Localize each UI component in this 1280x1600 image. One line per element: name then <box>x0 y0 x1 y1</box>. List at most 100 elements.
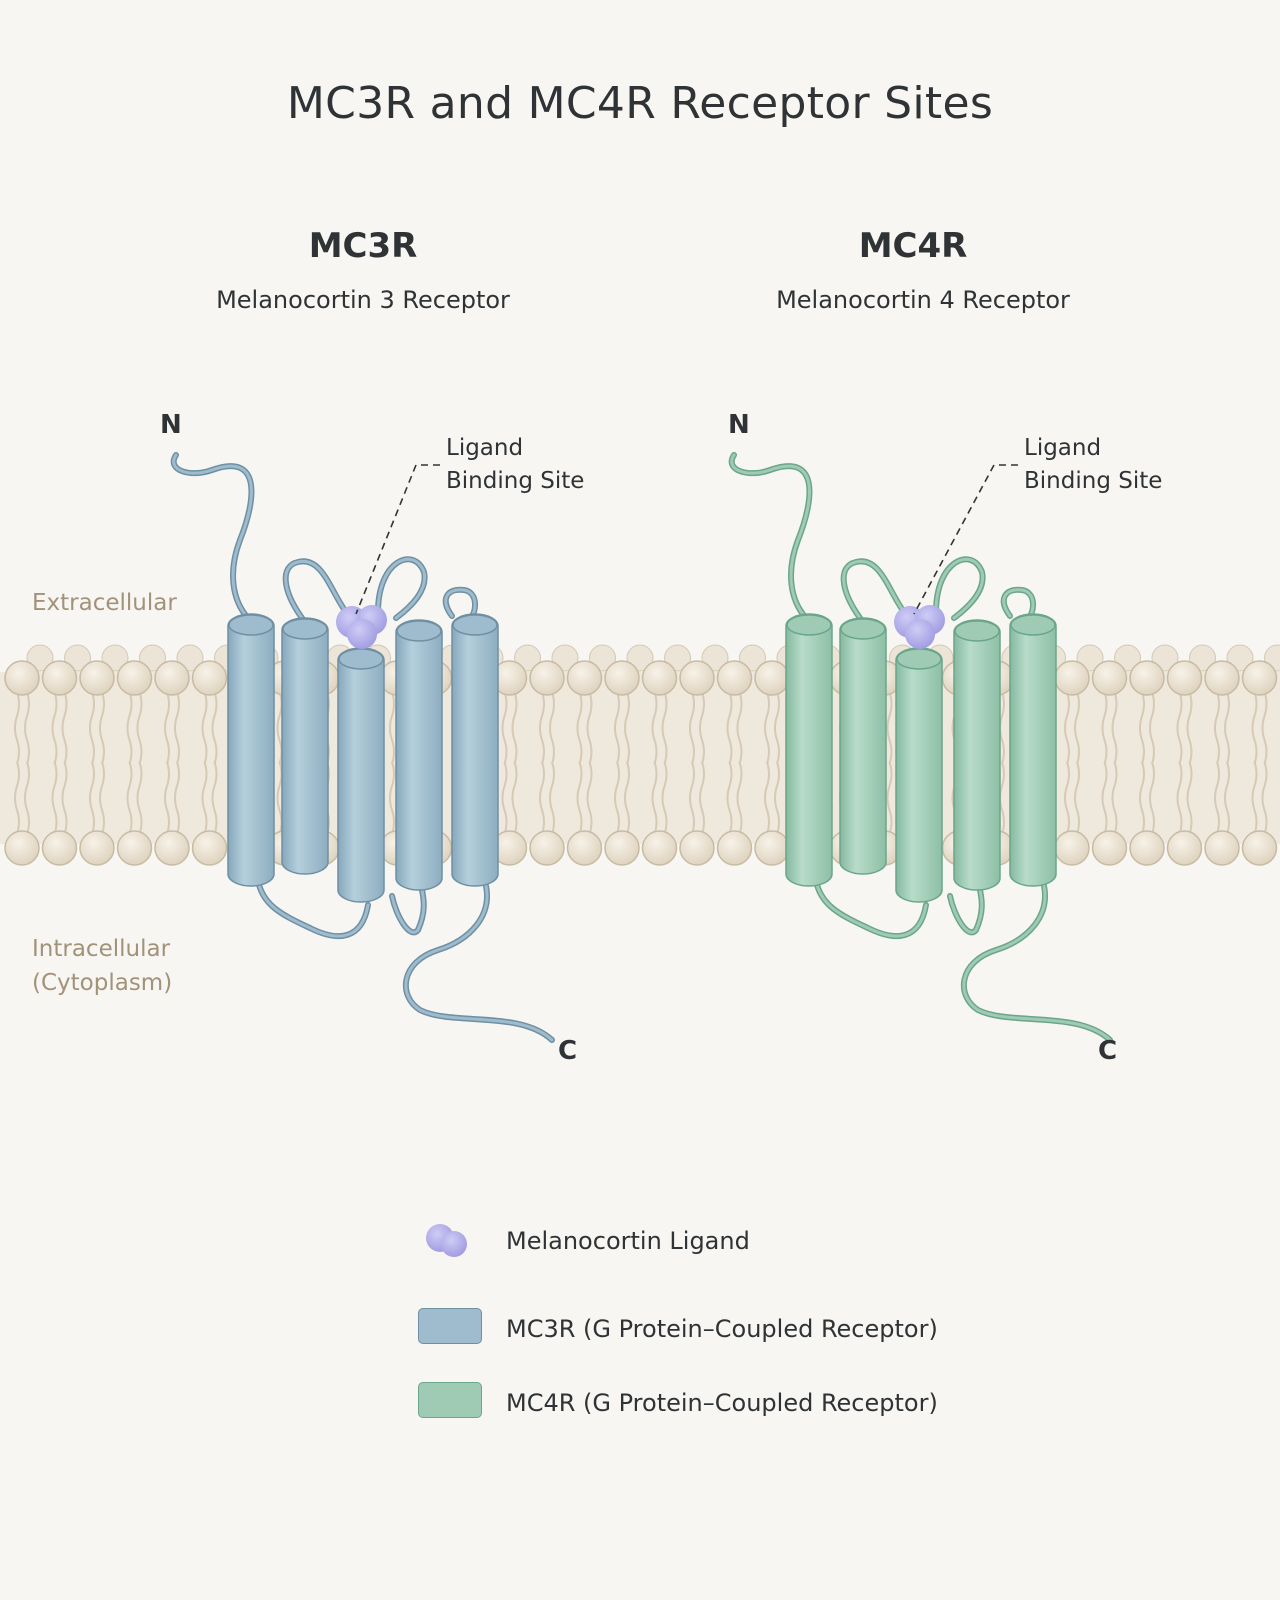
helix-body <box>395 619 443 891</box>
lipid-tail <box>1101 761 1108 835</box>
lipid-head <box>641 660 678 696</box>
lipid-tail <box>586 761 593 835</box>
helix-body <box>337 647 385 903</box>
extracellular-loop-core <box>444 588 477 624</box>
lipid-tail <box>886 691 893 765</box>
lipid-tail <box>24 691 30 765</box>
helix-top <box>786 614 832 636</box>
legend-label-ligand: Melanocortin Ligand <box>506 1227 750 1255</box>
lipid-head <box>604 830 640 866</box>
lipid-head <box>1129 660 1165 696</box>
transmembrane-helix-1 <box>785 613 833 887</box>
mc3r-c-terminus: C <box>558 1036 578 1066</box>
helix-body <box>451 613 499 887</box>
lipid-tail <box>136 691 143 765</box>
cytoplasm-label: (Cytoplasm) <box>32 970 173 996</box>
lipid-tail <box>661 691 668 765</box>
n-terminal-tail-core <box>172 453 253 620</box>
binding-site-pointer <box>355 464 440 615</box>
ligand-icon <box>426 1224 467 1257</box>
ligand-bead <box>905 619 935 649</box>
helix-top <box>1010 614 1056 636</box>
helix-body <box>953 619 1001 891</box>
lipid-tail <box>689 761 695 835</box>
lipid-tail <box>1074 691 1080 765</box>
lipid-tail <box>511 761 518 835</box>
lipid-tail <box>661 761 668 835</box>
lipid-head <box>566 830 603 866</box>
lipid-tail <box>549 691 555 765</box>
lipid-tail <box>201 691 208 765</box>
lipid-head <box>79 830 115 866</box>
intracellular-label: Intracellular <box>32 936 171 962</box>
mc3r-binding-site-label: Ligand Binding Site <box>446 432 584 498</box>
mc4r-n-terminus: N <box>728 410 750 440</box>
lipid-tail <box>726 691 733 765</box>
legend-label-mc4r: MC4R (G Protein–Coupled Receptor) <box>506 1389 938 1417</box>
lipid-tail <box>774 761 780 835</box>
lipid-tail <box>624 761 630 835</box>
lipid-tail <box>1261 761 1268 835</box>
lipid-tail <box>1111 691 1118 765</box>
lipid-tail <box>726 761 733 835</box>
lipid-tail <box>14 691 20 765</box>
lipid-tail <box>511 691 518 765</box>
mc3r-n-terminus: N <box>160 410 182 440</box>
lipid-head <box>1166 660 1203 696</box>
lipid-tail <box>1101 691 1108 765</box>
lipid-head <box>1054 830 1090 866</box>
lipid-head <box>1054 660 1090 696</box>
lipid-tail <box>1149 761 1155 835</box>
lipid-tail <box>201 761 208 835</box>
helix-body <box>785 613 833 887</box>
lipid-tail <box>1074 761 1080 835</box>
lipid-tail <box>1224 691 1230 765</box>
lipid-tail <box>624 691 630 765</box>
lipid-head <box>79 660 115 696</box>
mc3r-subtitle: Melanocortin 3 Receptor <box>216 286 510 314</box>
lipid-head <box>1204 660 1240 696</box>
intracellular-loop-core <box>814 878 928 938</box>
lipid-tail <box>614 691 620 765</box>
lipid-tail <box>539 761 545 835</box>
lipid-head <box>754 660 790 696</box>
binding-site-pointer <box>913 464 1018 615</box>
lipid-tail <box>1251 761 1258 835</box>
lipid-tail <box>1111 761 1118 835</box>
lipid-tail <box>14 761 20 835</box>
c-terminal-tail-core <box>962 884 1112 1042</box>
lipid-tail <box>1186 761 1193 835</box>
lipid-head <box>1204 830 1240 866</box>
lipid-head <box>529 830 565 866</box>
lipid-head <box>604 660 640 696</box>
lipid-head <box>754 830 790 866</box>
mc3r-binding-label-line2: Binding Site <box>446 468 585 494</box>
extracellular-loop-core <box>1002 588 1035 624</box>
helix-top <box>452 614 498 636</box>
lipid-tail <box>1149 691 1155 765</box>
helix-body <box>839 617 887 875</box>
mc4r-subtitle: Melanocortin 4 Receptor <box>776 286 1070 314</box>
lipid-tail <box>211 691 218 765</box>
lipid-tail <box>24 761 30 835</box>
lipid-tail <box>126 691 133 765</box>
lipid-tail <box>539 691 545 765</box>
helix-top <box>282 618 328 640</box>
mc3r-bound-ligand <box>336 605 387 649</box>
lipid-tail <box>689 691 695 765</box>
lipid-tail <box>1186 691 1193 765</box>
lipid-head <box>116 660 153 696</box>
n-terminal-tail-core <box>730 453 811 620</box>
lipid-tail <box>99 691 105 765</box>
lipid-tail <box>174 761 180 835</box>
lipid-tail <box>1176 761 1183 835</box>
lipid-tail <box>774 691 780 765</box>
mc4r-binding-label-line2: Binding Site <box>1024 468 1163 494</box>
transmembrane-helix-3 <box>895 647 943 903</box>
lipid-tail <box>1224 761 1230 835</box>
extracellular-loop-core <box>842 559 906 620</box>
extracellular-loop-core <box>376 557 427 620</box>
lipid-tail <box>1139 691 1145 765</box>
